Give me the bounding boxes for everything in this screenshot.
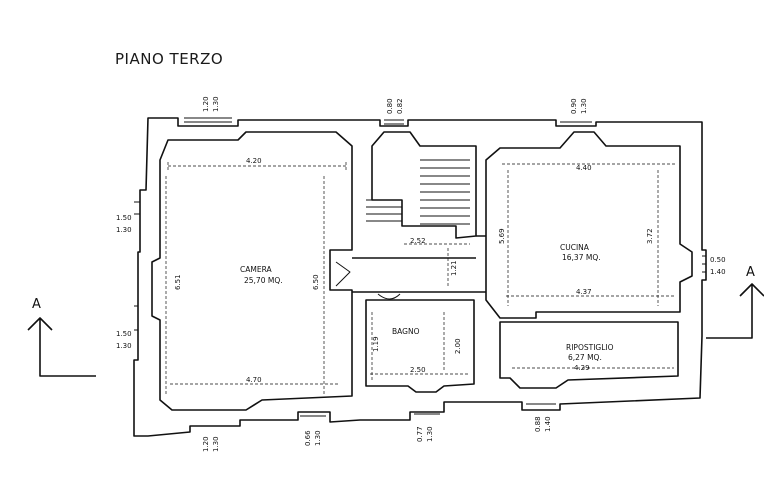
dim-cucina-top: 4.40 xyxy=(576,164,592,172)
dim-stair-landing: 2.52 xyxy=(410,237,426,245)
win-top-mid-a: 0.80 xyxy=(386,98,394,114)
section-mark-right: A xyxy=(746,265,755,280)
section-arrow-right xyxy=(706,283,764,339)
door-camera xyxy=(335,261,351,287)
dim-bagno-height: 2.00 xyxy=(454,338,462,354)
section-mark-left: A xyxy=(32,297,41,312)
win-bot-1-a: 1.20 xyxy=(202,436,210,452)
bagno-wall xyxy=(365,299,475,393)
dim-cucina-left: 5.69 xyxy=(498,228,506,244)
win-left-lower-b: 1.30 xyxy=(116,342,132,350)
window-marks xyxy=(134,117,706,427)
dim-cucina-height: 3.72 xyxy=(646,228,654,244)
cucina-inner-wall xyxy=(485,131,693,319)
room-name-bagno: BAGNO xyxy=(392,327,420,336)
room-name-cucina: CUCINA xyxy=(560,243,590,252)
win-top-left-b: 1.30 xyxy=(212,96,220,112)
win-bot-3-b: 1.30 xyxy=(426,426,434,442)
win-bot-4-b: 1.40 xyxy=(544,416,552,432)
camera-inner-wall xyxy=(151,131,353,411)
win-top-right-b: 1.30 xyxy=(580,98,588,114)
dim-corridor: 1.21 xyxy=(450,260,458,276)
win-bot-4-a: 0.88 xyxy=(534,416,542,432)
dim-camera-bottom: 4.70 xyxy=(246,376,262,384)
dim-camera-height: 6.50 xyxy=(312,274,320,290)
win-top-mid-b: 0.82 xyxy=(396,98,404,114)
win-left-upper-a: 1.50 xyxy=(116,214,132,222)
plan-title: PIANO TERZO xyxy=(115,50,224,68)
win-bot-1-b: 1.30 xyxy=(212,436,220,452)
section-arrow-left xyxy=(27,317,96,377)
dim-camera-top: 4.20 xyxy=(246,157,262,165)
corridor-wall xyxy=(352,235,486,293)
stair-treads xyxy=(366,159,470,225)
room-area-camera: 25,70 MQ. xyxy=(244,276,283,285)
win-top-right-a: 0.90 xyxy=(570,98,578,114)
dim-cucina-bottom: 4.37 xyxy=(576,288,592,296)
dim-camera-left: 6.51 xyxy=(174,274,182,290)
win-bot-3-a: 0.77 xyxy=(416,426,424,442)
win-bot-2-b: 1.30 xyxy=(314,430,322,446)
room-name-ripostiglio: RIPOSTIGLIO xyxy=(566,343,614,352)
dim-bagno-width: 2.50 xyxy=(410,366,426,374)
room-area-ripostiglio: 6,27 MQ. xyxy=(568,353,602,362)
room-area-cucina: 16,37 MQ. xyxy=(562,253,601,262)
door-bagno xyxy=(377,293,401,300)
dim-ripostiglio-width: 4.29 xyxy=(574,364,590,372)
room-name-camera: CAMERA xyxy=(240,265,272,274)
outer-wall xyxy=(133,117,707,437)
win-bot-2-a: 0.66 xyxy=(304,430,312,446)
win-right-a: 0.50 xyxy=(710,256,726,264)
win-top-left-a: 1.20 xyxy=(202,96,210,112)
stair-well xyxy=(371,131,477,239)
dim-bagno-left: 1.19 xyxy=(372,336,380,352)
win-left-lower-a: 1.50 xyxy=(116,330,132,338)
ripostiglio-wall xyxy=(499,321,679,389)
win-right-b: 1.40 xyxy=(710,268,726,276)
win-left-upper-b: 1.30 xyxy=(116,226,132,234)
dim-lines xyxy=(165,162,676,394)
